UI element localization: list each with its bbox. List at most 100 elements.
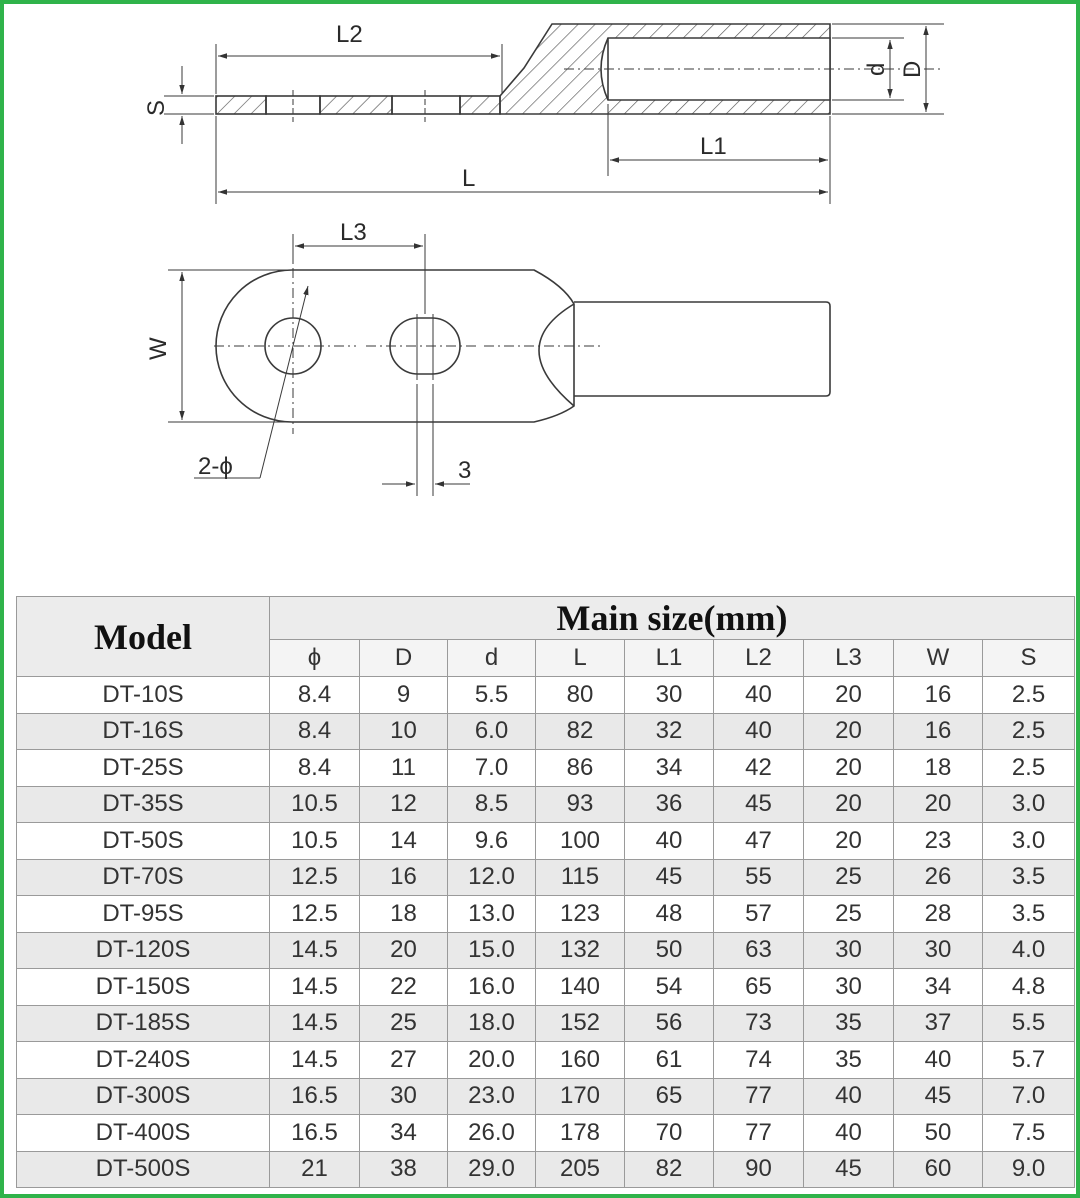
model-cell: DT-35S <box>16 785 270 823</box>
size-cell: 5.5 <box>981 1004 1076 1042</box>
size-cell: 86 <box>535 749 625 787</box>
barrel-tail <box>574 301 831 397</box>
column-header: W <box>893 639 983 677</box>
size-cell: 100 <box>535 822 625 860</box>
model-cell: DT-500S <box>16 1150 270 1188</box>
size-cell: 20.0 <box>447 1041 536 1079</box>
size-cell: 115 <box>535 858 625 896</box>
size-cell: 45 <box>624 858 714 896</box>
size-cell: 25 <box>359 1004 448 1042</box>
size-cell: 13.0 <box>447 895 536 933</box>
model-cell: DT-10S <box>16 676 270 714</box>
size-cell: 3.5 <box>981 895 1076 933</box>
size-cell: 65 <box>624 1077 714 1115</box>
size-cell: 27 <box>359 1041 448 1079</box>
size-cell: 14 <box>359 822 448 860</box>
size-cell: 2.5 <box>981 676 1076 714</box>
size-cell: 21 <box>269 1150 360 1188</box>
size-cell: 37 <box>893 1004 983 1042</box>
size-cell: 12 <box>359 785 448 823</box>
size-cell: 12.0 <box>447 858 536 896</box>
transition-curve <box>538 303 575 407</box>
size-cell: 16.0 <box>447 968 536 1006</box>
model-cell: DT-95S <box>16 895 270 933</box>
size-cell: 205 <box>535 1150 625 1188</box>
size-cell: 132 <box>535 931 625 969</box>
size-cell: 3.0 <box>981 822 1076 860</box>
size-cell: 61 <box>624 1041 714 1079</box>
side-view <box>164 23 944 204</box>
size-cell: 20 <box>803 712 894 750</box>
size-cell: 34 <box>624 749 714 787</box>
size-cell: 23.0 <box>447 1077 536 1115</box>
column-header: d <box>447 639 536 677</box>
size-cell: 40 <box>803 1114 894 1152</box>
size-cell: 4.8 <box>981 968 1076 1006</box>
size-cell: 9.6 <box>447 822 536 860</box>
size-cell: 25 <box>803 895 894 933</box>
column-header: L1 <box>624 639 714 677</box>
size-cell: 47 <box>713 822 804 860</box>
size-cell: 77 <box>713 1077 804 1115</box>
model-cell: DT-16S <box>16 712 270 750</box>
size-cell: 50 <box>893 1114 983 1152</box>
size-cell: 20 <box>893 785 983 823</box>
size-cell: 65 <box>713 968 804 1006</box>
column-header-row: ϕ D d L L1 L2 L3 W S <box>17 639 1076 677</box>
size-cell: 7.5 <box>981 1114 1076 1152</box>
size-cell: 8.5 <box>447 785 536 823</box>
size-cell: 30 <box>893 931 983 969</box>
size-cell: 35 <box>803 1041 894 1079</box>
size-cell: 50 <box>624 931 714 969</box>
spec-table: Model Main size(mm) ϕ D d L L1 L2 L3 W S… <box>16 596 1076 1188</box>
size-cell: 18.0 <box>447 1004 536 1042</box>
size-cell: 30 <box>359 1077 448 1115</box>
size-cell: 18 <box>893 749 983 787</box>
size-cell: 57 <box>713 895 804 933</box>
model-cell: DT-185S <box>16 1004 270 1042</box>
size-cell: 2.5 <box>981 749 1076 787</box>
size-cell: 10 <box>359 712 448 750</box>
size-cell: 9 <box>359 676 448 714</box>
label-slot: 3 <box>458 457 471 484</box>
size-cell: 14.5 <box>269 931 360 969</box>
model-cell: DT-400S <box>16 1114 270 1152</box>
size-cell: 2.5 <box>981 712 1076 750</box>
size-cell: 140 <box>535 968 625 1006</box>
column-header: ϕ <box>269 639 360 677</box>
size-cell: 34 <box>893 968 983 1006</box>
size-cell: 20 <box>803 749 894 787</box>
label-d-large: D <box>899 61 926 78</box>
size-cell: 45 <box>893 1077 983 1115</box>
size-cell: 12.5 <box>269 858 360 896</box>
technical-drawing: L2 S d D L1 L L3 W 2-ϕ 3 <box>4 4 1076 584</box>
size-cell: 82 <box>535 712 625 750</box>
size-cell: 26 <box>893 858 983 896</box>
size-cell: 9.0 <box>981 1150 1076 1188</box>
top-view <box>168 234 831 496</box>
size-cell: 70 <box>624 1114 714 1152</box>
plate-section-1 <box>215 95 267 115</box>
model-cell: DT-120S <box>16 931 270 969</box>
size-cell: 28 <box>893 895 983 933</box>
size-cell: 20 <box>803 822 894 860</box>
model-cell: DT-240S <box>16 1041 270 1079</box>
column-header: D <box>359 639 448 677</box>
size-cell: 15.0 <box>447 931 536 969</box>
size-cell: 73 <box>713 1004 804 1042</box>
label-l3: L3 <box>340 219 367 246</box>
size-cell: 34 <box>359 1114 448 1152</box>
size-cell: 7.0 <box>981 1077 1076 1115</box>
size-cell: 11 <box>359 749 448 787</box>
size-cell: 20 <box>359 931 448 969</box>
size-cell: 40 <box>713 712 804 750</box>
size-cell: 6.0 <box>447 712 536 750</box>
size-cell: 3.5 <box>981 858 1076 896</box>
size-cell: 14.5 <box>269 968 360 1006</box>
